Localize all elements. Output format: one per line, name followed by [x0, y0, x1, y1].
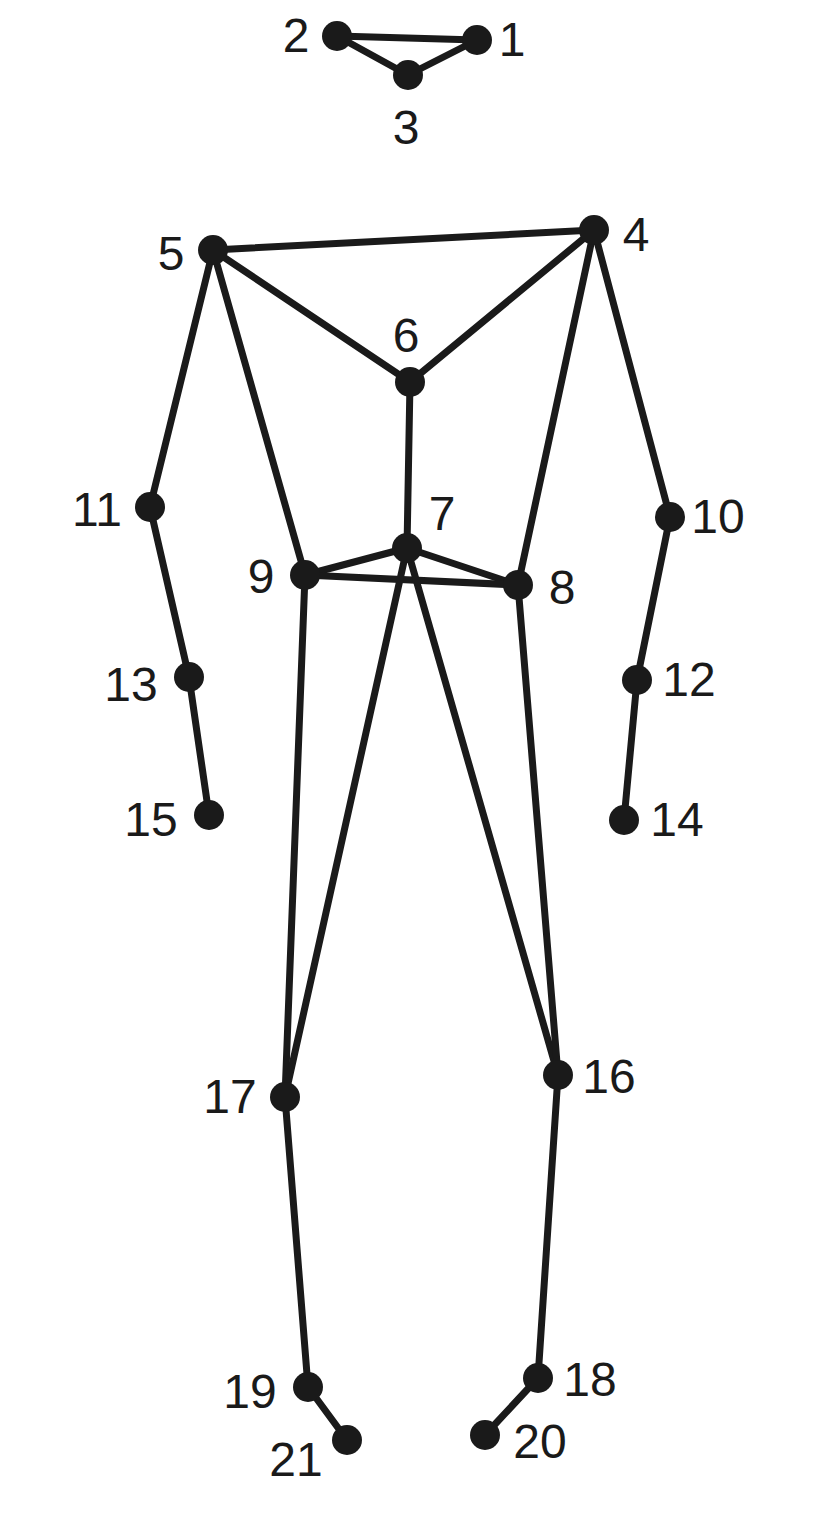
callout-number: 5: [158, 230, 185, 278]
callout-number: 10: [691, 493, 744, 541]
callout-number: 14: [650, 796, 703, 844]
callout-number: 18: [563, 1356, 616, 1404]
joint-dots: [135, 21, 685, 1455]
callout-number: 13: [104, 661, 157, 709]
callout-number: 16: [582, 1053, 635, 1101]
callout-number: 12: [662, 656, 715, 704]
callout-number: 20: [513, 1418, 566, 1466]
callout-number: 19: [223, 1368, 276, 1416]
callout-number: 21: [269, 1436, 322, 1484]
callout-number: 15: [124, 796, 177, 844]
limb-lines: [150, 36, 670, 1440]
callout-number: 8: [549, 564, 576, 612]
callout-number: 9: [248, 553, 275, 601]
callout-number: 7: [429, 490, 456, 538]
callout-number: 11: [72, 486, 122, 534]
callout-number: 1: [499, 16, 526, 64]
callout-number: 4: [623, 211, 650, 259]
callout-number: 17: [203, 1073, 256, 1121]
callout-number: 2: [283, 12, 310, 60]
callout-number: 6: [393, 312, 420, 360]
callout-number: 3: [393, 104, 420, 152]
